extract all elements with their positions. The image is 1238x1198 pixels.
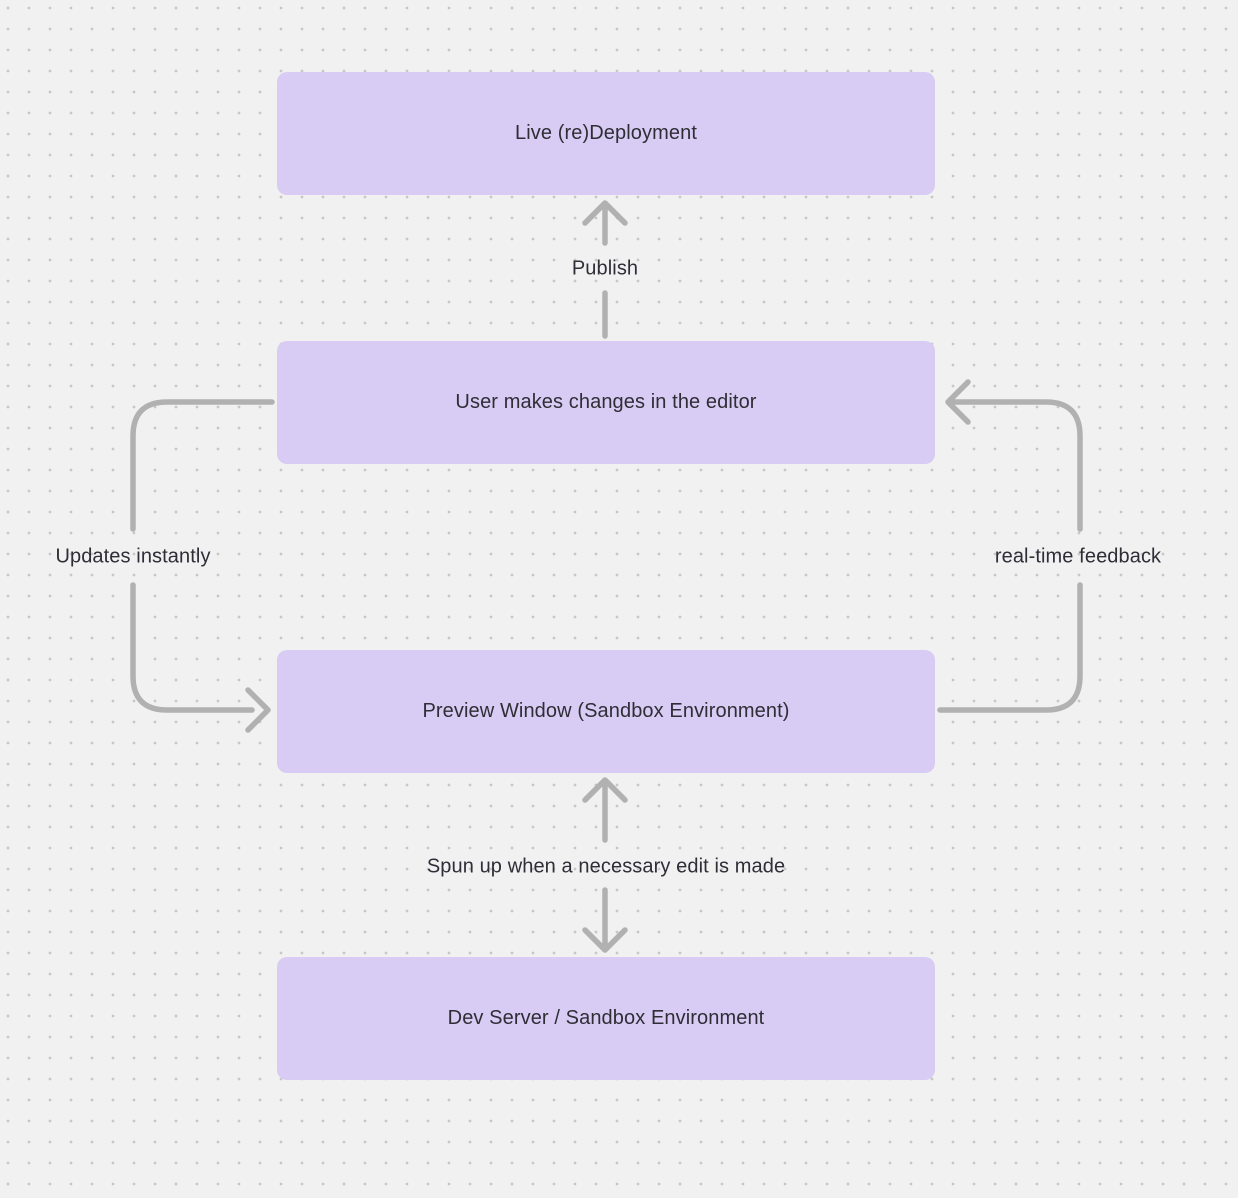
updates-instantly-arrow-upper-segment[interactable] <box>130 399 275 532</box>
node-user-editor-label: User makes changes in the editor <box>455 391 757 413</box>
spun-up-arrow[interactable] <box>582 777 628 843</box>
spun-down-arrow[interactable] <box>582 887 628 953</box>
node-live-redeployment[interactable]: Live (re)Deployment <box>277 72 935 195</box>
updates-instantly-arrow-lower-segment[interactable] <box>130 582 271 733</box>
node-preview-window-label: Preview Window (Sandbox Environment) <box>422 700 790 722</box>
realtime-feedback-arrow-label[interactable]: real-time feedback <box>994 545 1162 568</box>
publish-arrow-head-segment[interactable] <box>582 200 628 246</box>
publish-arrow-label[interactable]: Publish <box>571 257 639 280</box>
realtime-feedback-arrow-upper-segment[interactable] <box>945 379 1083 532</box>
node-user-editor[interactable]: User makes changes in the editor <box>277 341 935 464</box>
updates-instantly-arrow-label[interactable]: Updates instantly <box>55 545 211 568</box>
node-dev-server-label: Dev Server / Sandbox Environment <box>447 1007 765 1029</box>
node-preview-window[interactable]: Preview Window (Sandbox Environment) <box>277 650 935 773</box>
spun-up-arrow-label[interactable]: Spun up when a necessary edit is made <box>426 855 786 878</box>
node-dev-server[interactable]: Dev Server / Sandbox Environment <box>277 957 935 1080</box>
node-live-redeployment-label: Live (re)Deployment <box>515 122 697 144</box>
realtime-feedback-arrow-lower-segment[interactable] <box>937 582 1083 713</box>
